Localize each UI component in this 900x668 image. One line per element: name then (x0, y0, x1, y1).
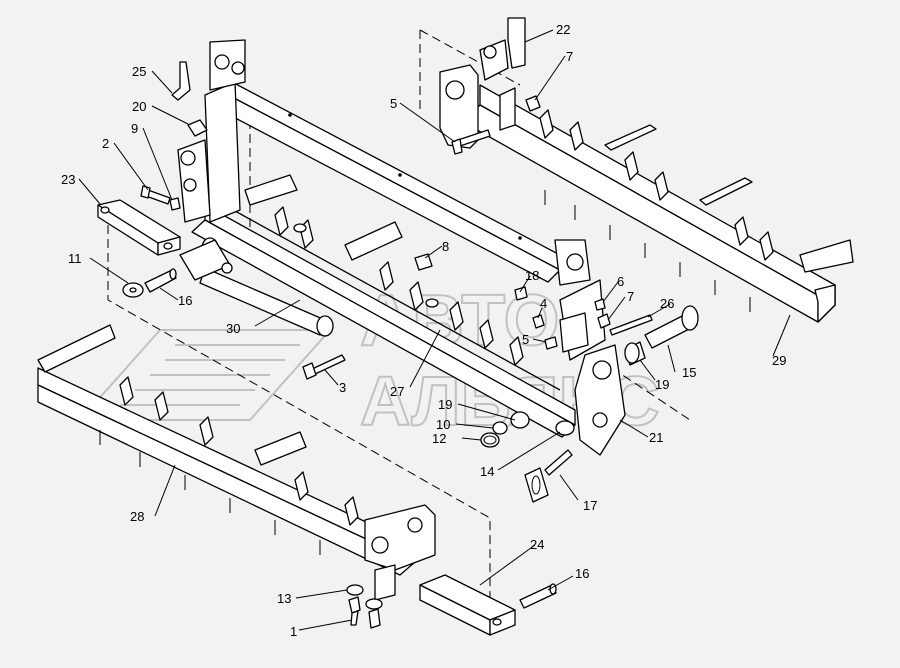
callout-17: 17 (583, 498, 597, 513)
callout-22: 22 (556, 22, 570, 37)
nut-9 (169, 197, 181, 211)
nut-6 (594, 298, 606, 311)
main-beam-27 (177, 39, 591, 438)
washer-11 (122, 282, 144, 298)
pin-16-lower (519, 583, 557, 609)
callout-15: 15 (682, 365, 696, 380)
callout-13: 13 (277, 591, 291, 606)
callout-18: 18 (525, 268, 539, 283)
callout-labels: 25 20 9 2 23 11 16 30 3 8 18 4 5 27 19 1… (61, 22, 786, 639)
callout-7-lower: 7 (627, 289, 634, 304)
bolt-5-lower (544, 336, 558, 350)
callout-3: 3 (339, 380, 346, 395)
callout-26: 26 (660, 296, 674, 311)
callout-14: 14 (480, 464, 494, 479)
callout-11: 11 (68, 251, 82, 266)
callout-19-right: 19 (655, 377, 669, 392)
ring-14 (555, 420, 575, 436)
callout-21: 21 (649, 430, 663, 445)
bolt-2 (140, 185, 171, 205)
callout-30: 30 (226, 321, 240, 336)
callout-7-upper: 7 (566, 49, 573, 64)
bushing-19-left (510, 411, 530, 429)
callout-16-upper: 16 (178, 293, 192, 308)
washer-13 (346, 584, 364, 596)
callout-23: 23 (61, 172, 75, 187)
callout-25: 25 (132, 64, 146, 79)
bolt-3 (302, 354, 346, 380)
callout-12: 12 (432, 431, 446, 446)
hitch-bracket-21 (559, 279, 626, 456)
callout-28: 28 (130, 509, 144, 524)
callout-4: 4 (540, 296, 547, 311)
callout-24: 24 (530, 537, 544, 552)
callout-16-lower: 16 (575, 566, 589, 581)
callout-19-left: 19 (438, 397, 452, 412)
ring-12 (480, 432, 500, 448)
cylinder-30 (179, 237, 334, 337)
bracket-22 (479, 17, 526, 81)
callout-29: 29 (772, 353, 786, 368)
nut-7-upper (525, 95, 541, 112)
callout-6: 6 (617, 274, 624, 289)
ring-10 (492, 421, 508, 435)
bolt-1-right (365, 598, 383, 629)
callout-5-lower: 5 (522, 332, 529, 347)
link-bar-23 (97, 199, 181, 256)
callout-8: 8 (442, 239, 449, 254)
hook-25 (171, 61, 191, 101)
front-beam-28 (37, 324, 436, 601)
bushing-19-right (624, 341, 646, 366)
callout-10: 10 (436, 417, 450, 432)
bolt-1-left (348, 596, 361, 626)
link-bar-24 (419, 574, 516, 636)
callout-27: 27 (390, 384, 404, 399)
callout-2: 2 (102, 136, 109, 151)
callout-5-upper: 5 (390, 96, 397, 111)
rear-beam-29 (439, 64, 854, 323)
nut-7-lower (597, 313, 611, 329)
nut-20 (187, 119, 208, 137)
callout-20: 20 (132, 99, 146, 114)
lynch-pin-17 (524, 449, 573, 503)
nut-18 (514, 286, 528, 301)
bolt-26 (609, 314, 653, 336)
pin-15 (644, 305, 699, 349)
nut-8 (414, 253, 433, 271)
leader-lines (78, 29, 791, 631)
callout-9: 9 (131, 121, 138, 136)
bolt-5-upper (451, 129, 491, 155)
pin-16-upper (144, 268, 177, 293)
callout-1: 1 (290, 624, 297, 639)
